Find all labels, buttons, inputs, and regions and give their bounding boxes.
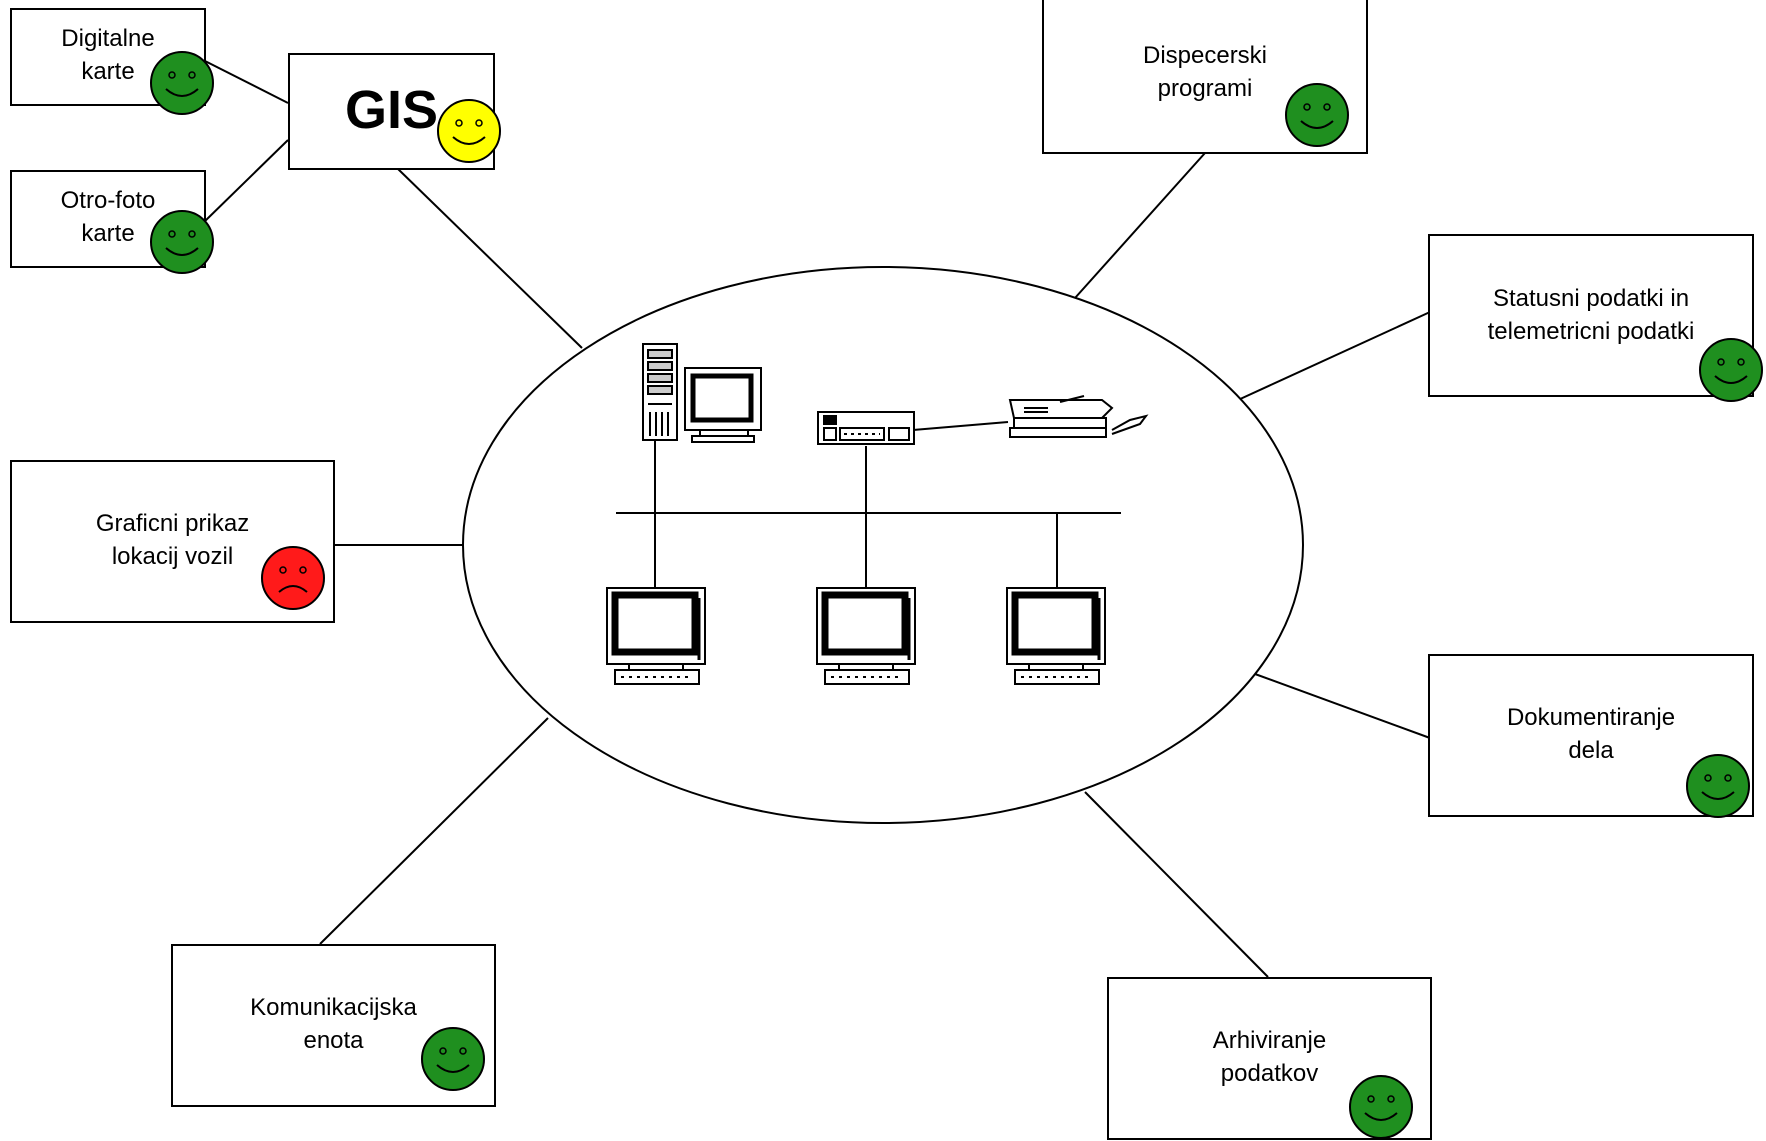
workstation-icon-center <box>817 588 915 684</box>
printer-icon <box>1008 395 1149 438</box>
label-arhiviranje: Arhiviranje podatkov <box>1212 1027 1327 1087</box>
connector-lines <box>202 59 1431 978</box>
status-face-icon <box>421 1027 485 1091</box>
label-gis: GIS <box>345 80 439 140</box>
status-face-icon <box>1699 338 1763 402</box>
lan-network <box>616 421 1121 588</box>
workstation-icon-right <box>1007 588 1105 684</box>
label-orto-foto-karte: Otro-foto karte <box>60 187 156 247</box>
label-komunikacijska-enota: Komunikacijska enota <box>250 994 417 1054</box>
label-dokumentiranje: Dokumentiranje dela <box>1506 704 1676 764</box>
status-face-icon <box>1349 1075 1413 1139</box>
monitor-icon <box>684 367 762 443</box>
status-face-icon <box>150 210 214 274</box>
status-face-icon <box>1285 83 1349 147</box>
status-face-icon <box>1686 754 1750 818</box>
network-hub-icon <box>817 411 915 445</box>
workstation-icon-left <box>607 588 705 684</box>
network-ellipse <box>462 266 1304 824</box>
label-dispecerski-programi: Dispecerski programi <box>1142 42 1268 102</box>
label-digitalne-karte: Digitalne karte <box>61 25 155 85</box>
label-statusni-podatki: Statusni podatki in telemetricni podatki <box>1487 285 1695 345</box>
label-graficni-prikaz: Graficni prikaz lokacij vozil <box>95 510 250 570</box>
server-tower-icon <box>642 343 678 441</box>
status-face-icon <box>150 51 214 115</box>
status-face-icon <box>437 99 501 163</box>
box-arhiviranje <box>1107 977 1432 1140</box>
status-face-icon <box>261 546 325 610</box>
